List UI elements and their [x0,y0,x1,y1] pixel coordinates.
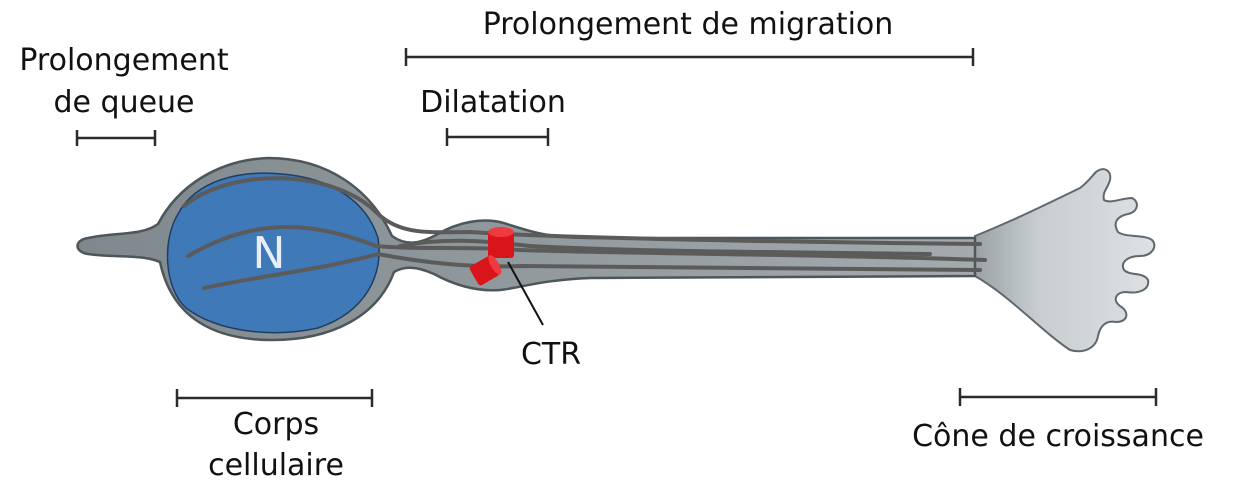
label-cell-body-line1: Corps [233,407,319,442]
label-tail-process-line1: Prolongement [19,43,228,78]
label-migration-process: Prolongement de migration [483,7,894,42]
label-cell-body-line2: cellulaire [208,448,344,483]
label-tail-process-line2: de queue [53,85,194,120]
growth-cone-shape [975,169,1154,351]
label-growth-cone: Cône de croissance [912,419,1204,454]
label-dilatation: Dilatation [420,85,566,120]
nucleus-label: N [253,228,286,279]
label-ctr: CTR [521,337,581,372]
